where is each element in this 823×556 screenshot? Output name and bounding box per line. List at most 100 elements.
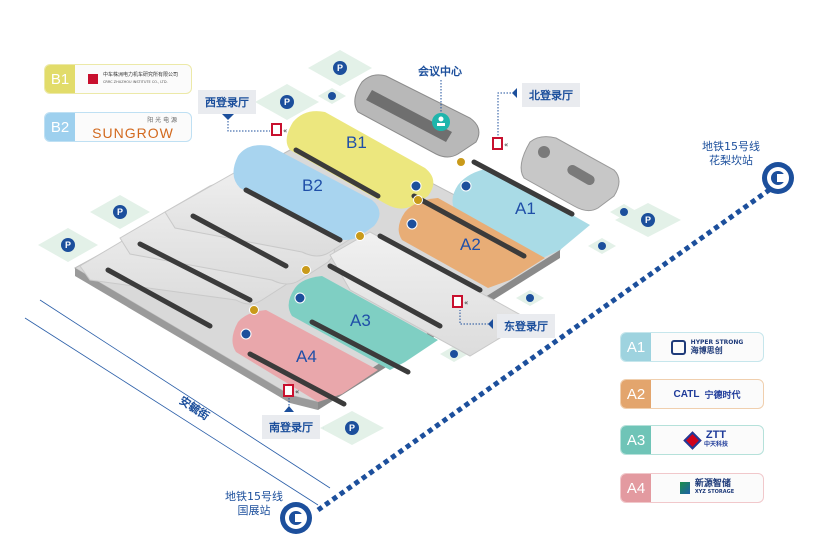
legend-a4-tag: A4 <box>621 474 651 502</box>
entry-marker-north: « <box>492 137 508 150</box>
catl-logo: CATL 宁德时代 <box>651 380 763 408</box>
hyperstrong-logo: HYPER STRONG 海博思创 <box>651 333 763 361</box>
parking-label: P <box>284 97 290 107</box>
catl-name-en: CATL <box>673 388 700 400</box>
hall-dividers <box>105 147 575 407</box>
service-desk-icon <box>598 242 606 250</box>
parking-icons[interactable]: P P P P P P <box>61 61 655 435</box>
hall-a2[interactable] <box>398 198 545 288</box>
metro-north-label: 地铁15号线 花梨坎站 <box>702 140 760 168</box>
food-icon <box>413 195 423 205</box>
service-desk-icon <box>450 350 458 358</box>
xyz-mark-icon <box>679 482 690 494</box>
legend-b1[interactable]: B1 中车株洲电力机车研究所有限公司 CRRC ZHUZHOU INSTITUT… <box>44 64 192 94</box>
parking-label: P <box>117 207 123 217</box>
legend-b1-tag: B1 <box>45 65 75 93</box>
hall-label-a1: A1 <box>515 199 536 218</box>
sungrow-name-cn: 阳 光 电 源 <box>147 117 177 124</box>
entry-north-label[interactable]: 北登录厅 <box>522 83 580 107</box>
parking-label: P <box>645 215 651 225</box>
crrc-name-en: CRRC ZHUZHOU INSTITUTE CO., LTD. <box>102 80 168 84</box>
entry-markers[interactable]: « « « « <box>271 123 508 397</box>
entry-marker-south: « <box>283 384 299 397</box>
parking-icon: P <box>280 95 294 109</box>
conference-center-label: 会议中心 <box>418 65 462 78</box>
metro-line-15 <box>316 185 774 513</box>
legend-a4[interactable]: A4 新源智储 XYZ STORAGE <box>620 473 764 503</box>
parking-icon: P <box>61 238 75 252</box>
hall-label-a2: A2 <box>460 235 481 254</box>
svg-text:«: « <box>504 141 508 149</box>
metro-north-station: 花梨坎站 <box>709 154 753 167</box>
legend-a1[interactable]: A1 HYPER STRONG 海博思创 <box>620 332 764 362</box>
hyperstrong-name-en: HYPER STRONG <box>690 339 744 346</box>
ztt-name-cn: 中天科技 <box>703 441 728 448</box>
entry-south-label[interactable]: 南登录厅 <box>262 415 320 439</box>
restroom-icon <box>240 328 252 340</box>
restroom-icon <box>410 180 422 192</box>
parking-icon: P <box>333 61 347 75</box>
food-icon <box>456 157 466 167</box>
parking-label: P <box>337 63 343 73</box>
hyperstrong-mark-icon <box>670 339 686 355</box>
hall-label-a4: A4 <box>296 347 317 366</box>
restroom-icons <box>240 180 472 340</box>
service-icons <box>328 92 628 358</box>
parking-label: P <box>349 423 355 433</box>
xyz-name-en: XYZ STORAGE <box>694 489 735 495</box>
crrc-name-cn: 中车株洲电力机车研究所有限公司 <box>102 72 178 78</box>
food-icons <box>249 157 466 315</box>
hall-a3[interactable] <box>288 276 438 370</box>
legend-b2-tag: B2 <box>45 113 75 141</box>
entry-marker-east: « <box>452 295 468 308</box>
conference-center-building[interactable] <box>354 74 480 158</box>
metro-icon-north[interactable] <box>762 162 794 194</box>
parking-icon: P <box>113 205 127 219</box>
hall-b2[interactable] <box>233 145 380 240</box>
hall-label-b2: B2 <box>302 176 323 195</box>
metro-south-station: 国展站 <box>237 504 271 517</box>
crrc-mark-icon <box>87 74 98 84</box>
legend-b2[interactable]: B2 阳 光 电 源 SUNGROW <box>44 112 192 142</box>
leader-arrows <box>222 88 517 412</box>
sungrow-logo: 阳 光 电 源 SUNGROW <box>75 113 191 141</box>
service-desk-icon <box>526 294 534 302</box>
svg-text:«: « <box>283 127 287 135</box>
parking-icon: P <box>345 421 359 435</box>
street-lines <box>24 299 331 506</box>
parking-icon: P <box>641 213 655 227</box>
legend-a3-tag: A3 <box>621 426 651 454</box>
food-icon <box>249 305 259 315</box>
service-desk-icon <box>328 92 336 100</box>
sungrow-name-en: SUNGROW <box>92 125 174 141</box>
ztt-logo: ZTT 中天科技 <box>651 426 763 454</box>
crrc-logo: 中车株洲电力机车研究所有限公司 CRRC ZHUZHOU INSTITUTE C… <box>75 65 191 93</box>
east-annex <box>520 136 620 212</box>
metro-icon-south[interactable] <box>280 502 312 534</box>
service-desk-icon <box>620 208 628 216</box>
hall-b1[interactable] <box>286 111 434 209</box>
metro-south-label: 地铁15号线 国展站 <box>225 490 283 518</box>
entry-marker-west: « <box>271 123 287 136</box>
conference-icon[interactable] <box>432 113 450 131</box>
xyz-storage-logo: 新源智储 XYZ STORAGE <box>651 474 763 502</box>
restroom-icon <box>294 292 306 304</box>
hall-a4[interactable] <box>232 310 378 402</box>
xyz-name-cn: 新源智储 <box>694 479 731 489</box>
ztt-name-en: ZTT <box>705 429 727 441</box>
entry-west-label[interactable]: 西登录厅 <box>198 90 256 114</box>
entry-east-label[interactable]: 东登录厅 <box>497 314 555 338</box>
hall-label-b1: B1 <box>346 133 367 152</box>
legend-a2-tag: A2 <box>621 380 651 408</box>
hall-a1[interactable] <box>452 168 590 260</box>
svg-text:«: « <box>295 388 299 396</box>
catl-name-cn: 宁德时代 <box>704 390 741 401</box>
food-icon <box>355 231 365 241</box>
restroom-icon <box>460 180 472 192</box>
metro-south-line: 地铁15号线 <box>225 490 283 503</box>
legend-a3[interactable]: A3 ZTT 中天科技 <box>620 425 764 455</box>
ztt-mark-icon <box>683 430 702 450</box>
legend-a2[interactable]: A2 CATL 宁德时代 <box>620 379 764 409</box>
legend-a1-tag: A1 <box>621 333 651 361</box>
